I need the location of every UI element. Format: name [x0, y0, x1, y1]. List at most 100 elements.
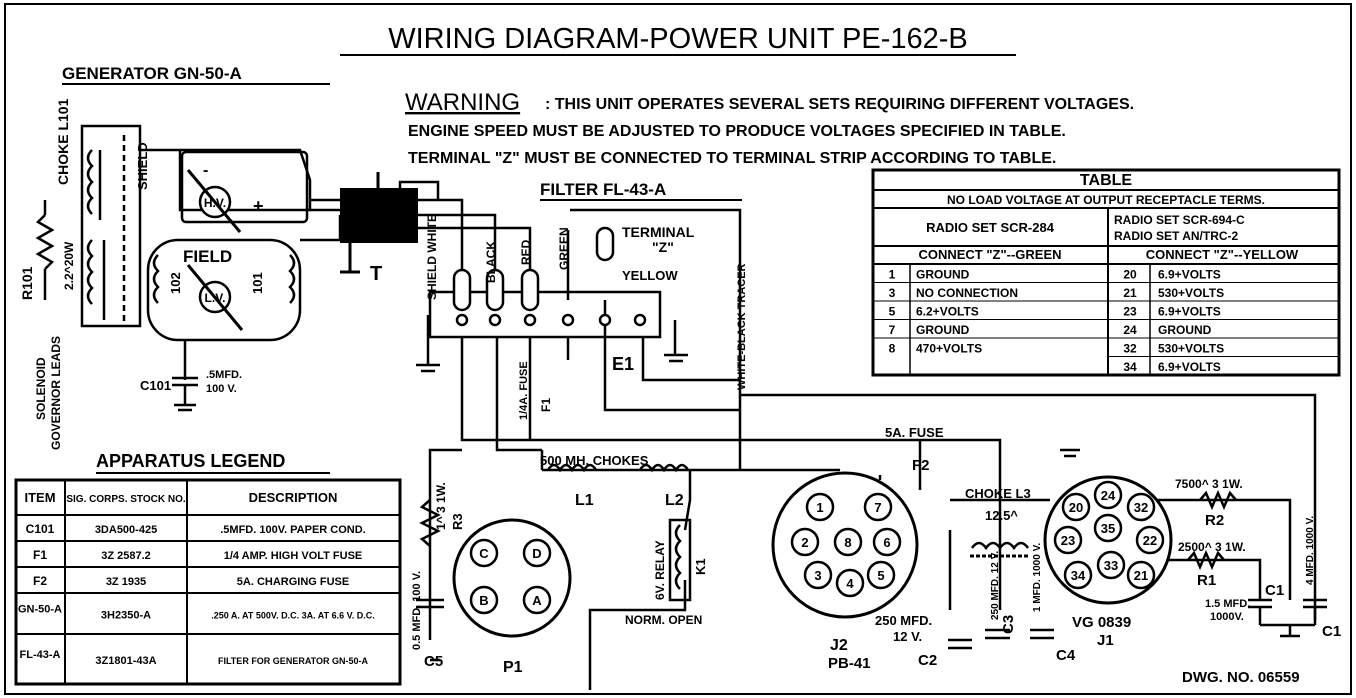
j1-pin — [1053, 525, 1083, 555]
j1-pin — [1126, 560, 1156, 590]
table-right-head-1: RADIO SET SCR-694-C — [1114, 213, 1245, 227]
filter-circuit — [398, 180, 1317, 620]
j2-pin-label: 4 — [846, 576, 854, 591]
f2-label: F2 — [912, 457, 930, 474]
j1-pin-label: 23 — [1061, 533, 1075, 548]
generator-heading: GENERATOR GN-50-A — [62, 64, 242, 83]
j1-pin-label: 22 — [1143, 533, 1157, 548]
r2-value: 7500^ 3 1W. — [1175, 477, 1243, 491]
warning-label: WARNING — [405, 89, 520, 116]
c1-value-2: 1000V. — [1210, 611, 1244, 623]
choke-l3 — [970, 541, 1030, 551]
r2-resistor — [1199, 489, 1237, 511]
chokes-label: 500 MH. CHOKES — [540, 453, 649, 468]
c4-value: 1 MFD. 1000 V. — [1032, 543, 1043, 612]
j2-pin — [863, 492, 893, 522]
r3-resistor — [419, 499, 441, 547]
table-right-head-2: RADIO SET AN/TRC-2 — [1114, 229, 1239, 243]
wire-green: GREEN — [557, 227, 571, 270]
j1-label: J1 — [1097, 632, 1114, 649]
l1-label: L1 — [575, 492, 594, 509]
j1-pin-label: 34 — [1071, 568, 1086, 583]
p1-pin — [522, 585, 552, 615]
j2-pin — [835, 568, 865, 598]
legend-row-item: F1 — [33, 548, 47, 562]
j2-pin — [833, 527, 863, 557]
table-left-connect: CONNECT "Z"--GREEN — [918, 247, 1061, 262]
yellow-label: YELLOW — [622, 268, 678, 283]
legend-row-item: GN-50-A — [18, 604, 62, 616]
wire-black: BLACK — [484, 241, 498, 283]
legend-row-stock: 3Z 2587.2 — [101, 550, 151, 562]
apparatus-legend-table: ITEM SIG. CORPS. STOCK NO. DESCRIPTION C… — [14, 478, 402, 686]
table-right-row-value: 6.9+VOLTS — [1158, 360, 1221, 374]
table-left-row-value: GROUND — [916, 323, 970, 337]
table-right-row-value: 530+VOLTS — [1158, 286, 1224, 300]
legend-row-item: C101 — [26, 522, 55, 536]
filter-terminals — [452, 226, 647, 327]
j2-pin — [790, 527, 820, 557]
field-label: FIELD — [183, 247, 232, 266]
j2-pin-label: 3 — [814, 568, 821, 583]
p1-pin-label: D — [532, 546, 541, 561]
c1b-value: 4 MFD. 1000 V. — [1305, 516, 1316, 585]
legend-row-description: .5MFD. 100V. PAPER COND. — [220, 524, 366, 536]
r1-value: 2500^ 3 1W. — [1178, 540, 1246, 554]
table-left-row-num: 1 — [889, 268, 896, 282]
r101-label: R101 — [19, 266, 35, 300]
choke-l3-value: 12.5^ — [985, 508, 1018, 523]
c5-capacitor — [416, 598, 444, 609]
j1-pin-label: 32 — [1134, 500, 1148, 515]
j1-pin — [1135, 525, 1165, 555]
j2-pin-label: 8 — [844, 535, 851, 550]
j1-pin — [1093, 480, 1123, 510]
generator-plug — [340, 188, 418, 243]
legend-row-stock: 3H2350-A — [101, 610, 151, 622]
table-left-row-num: 7 — [889, 323, 896, 337]
legend-row-description: 1/4 AMP. HIGH VOLT FUSE — [224, 550, 363, 562]
legend-row-item: F2 — [33, 574, 47, 588]
c5-value: 0.5 MFD. 100 V. — [411, 571, 423, 650]
pb41-label: PB-41 — [828, 655, 871, 672]
lv-label: L.V. — [205, 291, 226, 305]
white-black-tracer-label: WHITE-BLACK TRACER — [736, 263, 748, 390]
table-left-row-num: 3 — [889, 286, 896, 300]
table-right-row-num: 24 — [1123, 323, 1137, 337]
r1-label: R1 — [1197, 572, 1216, 589]
c2-label: C2 — [918, 652, 937, 669]
j2-pin — [805, 492, 835, 522]
warning-line-1: : THIS UNIT OPERATES SEVERAL SETS REQUIR… — [545, 96, 1134, 113]
wire-red: RED — [519, 239, 533, 265]
j1-pin-label: 20 — [1069, 500, 1083, 515]
p1-pin-label: A — [532, 593, 542, 608]
table-left-head: RADIO SET SCR-284 — [926, 220, 1055, 235]
c101-capacitor — [172, 376, 198, 412]
field-101-label: 101 — [250, 272, 265, 294]
f1-label: F1 — [539, 398, 553, 412]
legend-row-item: FL-43-A — [20, 649, 61, 661]
j2-pin-label: 7 — [874, 500, 881, 515]
c101-value-1: .5MFD. — [206, 369, 242, 381]
j1-pin — [1061, 492, 1091, 522]
diagram-title: WIRING DIAGRAM-POWER UNIT PE-162-B — [388, 23, 968, 55]
p1-pin-label: C — [479, 546, 489, 561]
table-right-row-num: 21 — [1123, 286, 1137, 300]
table-left-row-num: 8 — [889, 342, 896, 356]
legend-header-stock: SIG. CORPS. STOCK NO. — [66, 494, 185, 505]
j1-pin-label: 35 — [1101, 521, 1115, 536]
j1-pin-label: 21 — [1134, 568, 1148, 583]
shield-label: SHIELD — [135, 142, 150, 190]
table-right-row-num: 20 — [1123, 268, 1137, 282]
lower-circuit — [428, 438, 1292, 690]
j1-pin-label: 24 — [1101, 488, 1116, 503]
c101-label: C101 — [140, 378, 171, 393]
table-right-row-num: 23 — [1123, 305, 1137, 319]
j2-pin — [872, 527, 902, 557]
table-right-row-value: 530+VOLTS — [1158, 342, 1224, 356]
table-right-row-value: 6.9+VOLTS — [1158, 305, 1221, 319]
j1-pin — [1126, 492, 1156, 522]
governor-leads-label: GOVERNOR LEADS — [49, 336, 63, 450]
table-left-row-value: 6.2+VOLTS — [916, 305, 979, 319]
legend-title: APPARATUS LEGEND — [96, 451, 285, 471]
relay-k1 — [668, 518, 692, 602]
